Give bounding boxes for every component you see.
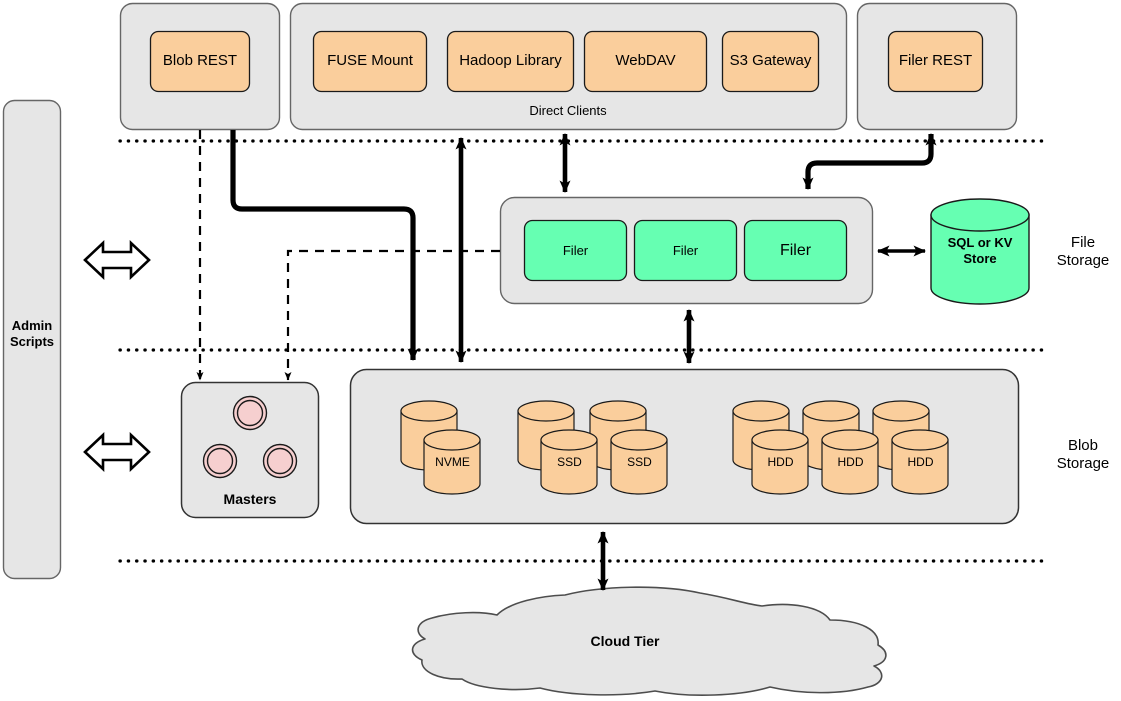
filer-to-filer-rest-arrow xyxy=(802,133,937,190)
cloud-tier-shape[interactable] xyxy=(411,586,887,696)
fuse-mount-box[interactable] xyxy=(312,30,428,93)
webdav-box[interactable] xyxy=(583,30,708,93)
filer-rest-box[interactable] xyxy=(887,30,984,93)
admin-scripts-box[interactable] xyxy=(2,99,62,580)
filer-box-1[interactable] xyxy=(523,219,628,282)
filer-box-3[interactable] xyxy=(743,219,848,282)
master-node-icons xyxy=(202,395,298,479)
s3-gateway-box[interactable] xyxy=(721,30,820,93)
masters-box[interactable] xyxy=(180,381,320,519)
filer-to-masters-dashed xyxy=(284,249,500,381)
ssd-disk-cluster[interactable] xyxy=(517,400,668,495)
admin-to-blob-storage-double-arrow xyxy=(83,431,151,473)
blob-rest-to-volume-servers-arrow xyxy=(230,130,419,361)
sql-kv-store-cylinder[interactable] xyxy=(930,198,1030,305)
admin-to-file-storage-double-arrow xyxy=(83,239,151,281)
hdd-disk-cluster[interactable] xyxy=(732,400,949,495)
filer-box-2[interactable] xyxy=(633,219,738,282)
blob-rest-box[interactable] xyxy=(149,30,251,93)
nvme-disk-cluster[interactable] xyxy=(400,400,481,495)
hadoop-library-box[interactable] xyxy=(446,30,575,93)
